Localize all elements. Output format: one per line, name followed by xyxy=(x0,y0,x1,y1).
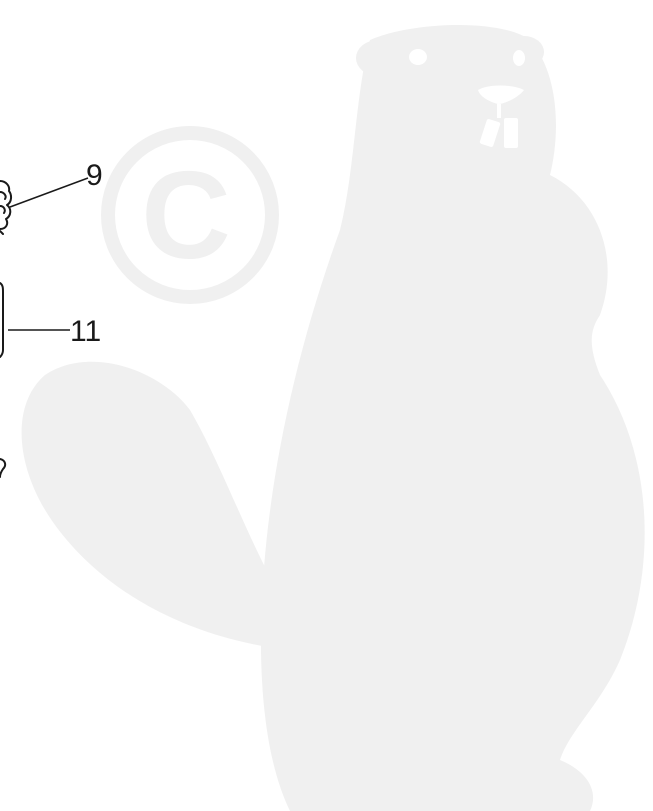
copyright-ring xyxy=(101,126,279,304)
spring-part-stub xyxy=(0,230,4,235)
rectangular-part-outline xyxy=(0,282,4,358)
hook-part-outline xyxy=(0,458,7,478)
beaver-eye-right xyxy=(513,50,525,66)
beaver-foot xyxy=(320,740,410,811)
beaver-left-ear xyxy=(356,40,400,76)
spring-part-outline xyxy=(0,180,13,230)
beaver-right-ear xyxy=(504,36,544,68)
copyright-letter: C xyxy=(141,147,231,285)
beaver-watermark xyxy=(21,24,645,811)
beaver-eye-left xyxy=(409,49,427,65)
beaver-body xyxy=(260,24,645,811)
beaver-face xyxy=(409,49,525,148)
spring-part-coil xyxy=(0,191,7,214)
leader-line-9 xyxy=(9,177,89,208)
beaver-nose xyxy=(478,85,524,104)
callout-label-9: 9 xyxy=(86,159,103,192)
parts-outlines xyxy=(0,180,13,478)
beaver-tail xyxy=(21,361,291,650)
leader-lines xyxy=(8,177,89,331)
beaver-arm xyxy=(540,230,592,341)
beaver-tooth-right xyxy=(504,118,518,148)
copyright-watermark: C xyxy=(101,126,279,304)
callout-label-11: 11 xyxy=(70,315,101,348)
beaver-tooth-left xyxy=(479,118,501,148)
